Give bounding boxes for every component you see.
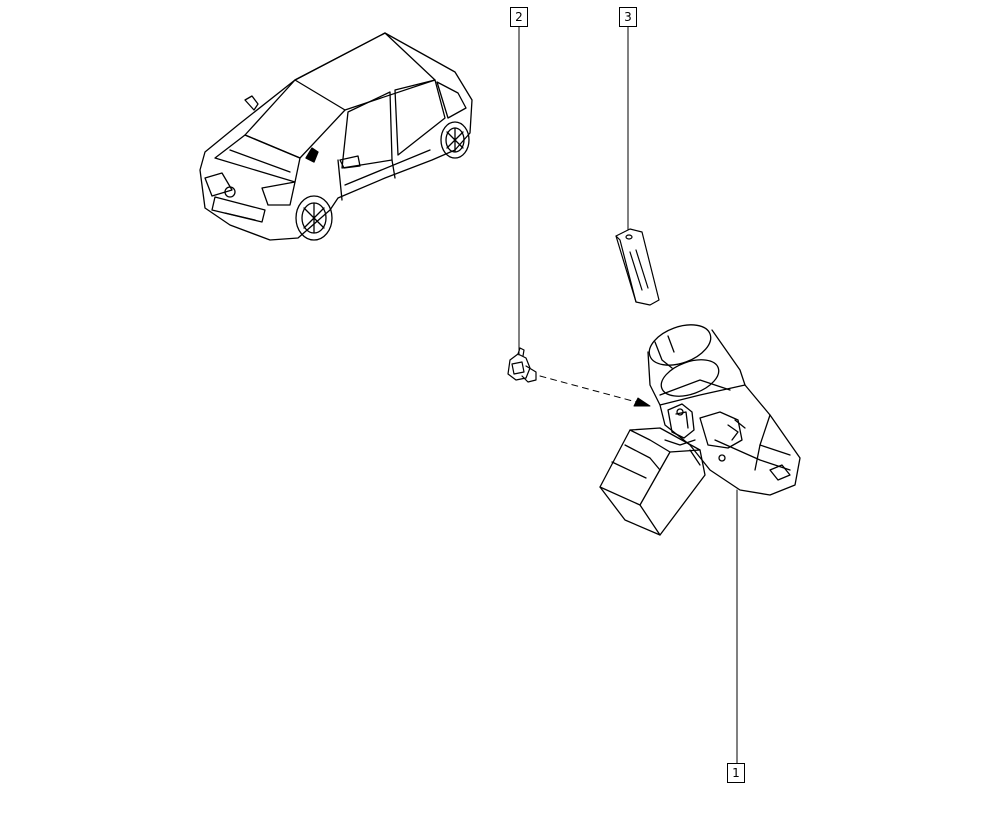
- assembly-direction-arrow: [539, 375, 651, 407]
- part-1-switch-assembly: [599, 324, 801, 536]
- callout-label-1: 1: [727, 763, 745, 783]
- part-2-connector: [507, 347, 537, 383]
- callout-label-2: 2: [510, 7, 528, 27]
- vehicle-locator-illustration: [199, 32, 473, 241]
- part-3-bracket: [615, 228, 660, 306]
- callout-label-3: 3: [619, 7, 637, 27]
